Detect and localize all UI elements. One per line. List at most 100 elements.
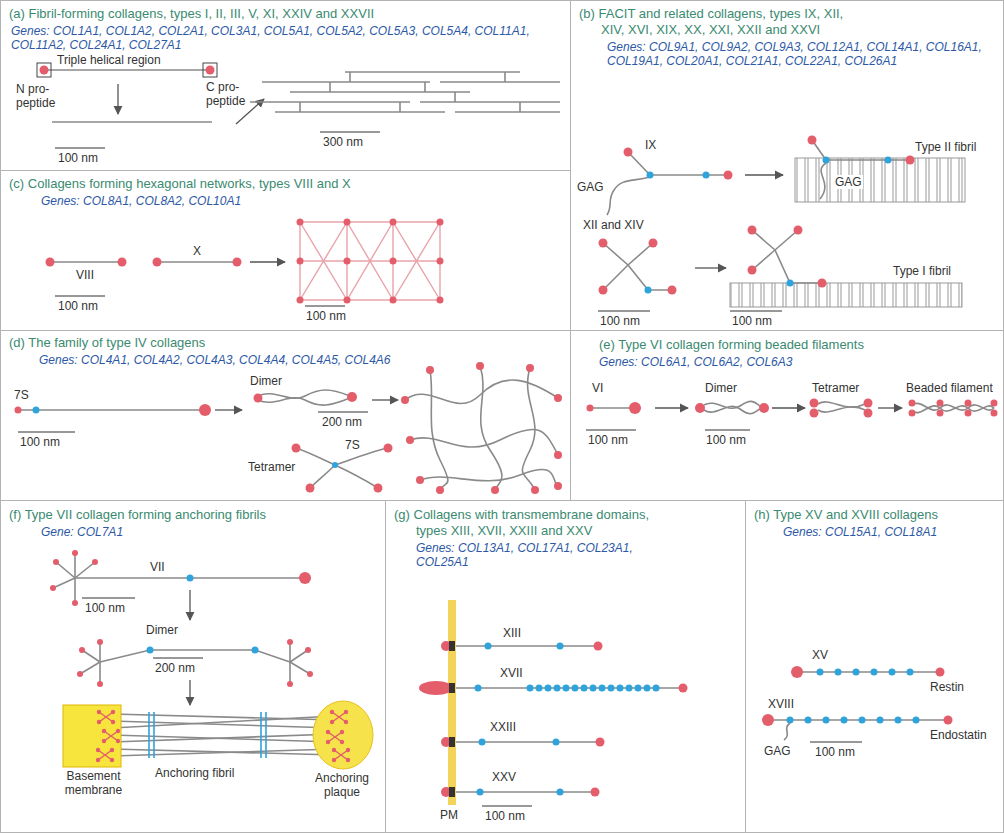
type-iv-collagen-art: [476, 362, 484, 370]
facit-collagen-art: [695, 267, 726, 268]
network-collagen-art: [344, 258, 351, 265]
anchor-shape: [301, 699, 383, 771]
fibril-label: Type II fibril: [915, 140, 976, 154]
type-vi-collagen-art: [965, 400, 972, 407]
scale-label: 200 nm: [322, 415, 362, 429]
type-vii-collagen-art: [72, 550, 78, 556]
type-vii-collagen-art: [99, 662, 101, 684]
transmembrane-collagen-art: [557, 643, 564, 650]
nc1-domain: [102, 729, 106, 733]
type-vi-collagen-art: [810, 399, 819, 408]
type-iv-collagen-art: [406, 436, 414, 444]
nc1-domain: [102, 739, 106, 743]
network-collagen-art: [437, 258, 444, 265]
transmembrane-collagen-art: [635, 685, 642, 692]
type-iv-collagen-art: [372, 399, 398, 400]
structure-label: Basement membrane: [51, 769, 136, 797]
type-iv-collagen-art: [15, 362, 563, 494]
basement-membrane-shape: [63, 705, 121, 767]
assembly-label: Dimer: [146, 623, 178, 637]
nc1-domain: [340, 740, 344, 744]
type-vii-collagen-art: [112, 716, 335, 728]
type-vii-collagen-art: [97, 681, 103, 687]
collagen-panel: (a) Fibril-forming collagens, types I, I…: [0, 0, 571, 171]
facit-collagen-art: [808, 136, 817, 145]
anchoring-plaque-shape: [313, 701, 373, 769]
type-vii-collagen-art: [252, 647, 259, 654]
facit-collagen-art: [748, 266, 757, 275]
fibril-collagen-art: [55, 147, 105, 148]
facit-collagen-art: [787, 280, 794, 287]
type-xv-xviii-collagen-art: [791, 666, 803, 678]
type-vii-collagen-art: [260, 712, 262, 758]
transmembrane-collagen-art: [545, 685, 552, 692]
fibril-collagen-art: [399, 102, 401, 112]
type-iv-collagen-art: [318, 411, 368, 412]
network-collagen-art: [46, 258, 55, 267]
transmembrane-collagen-art: [581, 685, 588, 692]
facit-collagen-art: [730, 283, 962, 307]
type-vi-collagen-art: [878, 407, 902, 408]
transmembrane-collagen-art: [477, 789, 484, 796]
fibril-collagen-art: [44, 69, 210, 71]
nc1-domain: [340, 730, 344, 734]
network-collagen-art: [250, 261, 285, 262]
domain-label: 7S: [14, 388, 29, 402]
transmembrane-collagen-art: [626, 685, 633, 692]
facit-collagen-art: [820, 163, 826, 199]
assembly-label: Dimer: [705, 381, 737, 395]
nc1-domain: [326, 740, 330, 744]
fibril-collagen-art: [454, 92, 456, 102]
type-xv-xviii-collagen-art: [859, 717, 866, 724]
anchor-structure: Basement membrane: [51, 701, 136, 801]
scale-label: 100 nm: [58, 299, 98, 313]
type-label: XVIII: [768, 697, 794, 711]
type-label: XXV: [492, 770, 516, 784]
type-vii-collagen-art: [79, 647, 85, 653]
transmembrane-collagen-art: [653, 685, 660, 692]
fragment-label: Endostatin: [930, 728, 987, 742]
nc1-domain: [330, 720, 334, 724]
network-collagen-art: [390, 219, 397, 226]
type-vii-collagen-art: [112, 734, 335, 742]
fibril-collagen-art: [455, 111, 560, 113]
type-xv-xviii-collagen-art: [913, 717, 920, 724]
network-collagen-art: [157, 261, 237, 263]
type-xv-xviii-collagen-art: [944, 716, 953, 725]
fibril-collagen-art: [40, 66, 49, 75]
nc1-domain: [111, 710, 115, 714]
network-collagen-art: [46, 219, 444, 307]
type-xv-xviii-collagen-art: [871, 669, 878, 676]
fibril-collagen-art: [206, 66, 215, 75]
nc1-domain: [344, 710, 348, 714]
transmembrane-collagen-art: [590, 685, 597, 692]
scale-label: 100 nm: [306, 309, 346, 323]
facit-collagen-art: [752, 250, 775, 270]
fibril-collagen-art: [117, 84, 118, 114]
gene-list: Genes: COL1A1, COL1A2, COL2A1, COL3A1, C…: [11, 24, 556, 52]
panel-title: (a) Fibril-forming collagens, types I, I…: [9, 6, 549, 22]
facit-collagen-art: [645, 287, 652, 294]
type-xv-xviii-collagen-art: [907, 669, 914, 676]
network-collagen-art: [437, 219, 444, 226]
facit-collagen-art: [628, 265, 672, 290]
facit-collagen-art: [703, 172, 710, 179]
type-vii-collagen-art: [92, 559, 98, 565]
type-vii-collagen-art: [53, 559, 59, 565]
facit-collagen-art: [795, 158, 965, 202]
type-xv-xviii-collagen-art: [817, 669, 824, 676]
type-vi-collagen-art: [655, 407, 688, 408]
type-vi-collagen-art: [937, 400, 944, 407]
nc1-domain: [326, 730, 330, 734]
type-iv-collagen-art: [199, 404, 211, 416]
panel-title: (h) Type XV and XVIII collagens: [754, 507, 999, 523]
fibril-collagen-art: [290, 91, 470, 93]
transmembrane-collagen-art: [591, 788, 600, 797]
type-iv-collagen-art: [335, 448, 388, 465]
type-vi-collagen-art: [937, 410, 944, 417]
type-vi-collagen-art: [759, 403, 769, 413]
type-xv-xviii-collagen-art: [895, 717, 902, 724]
type-iv-collagen-art: [522, 368, 535, 490]
type-vi-collagen-art: [965, 410, 972, 417]
